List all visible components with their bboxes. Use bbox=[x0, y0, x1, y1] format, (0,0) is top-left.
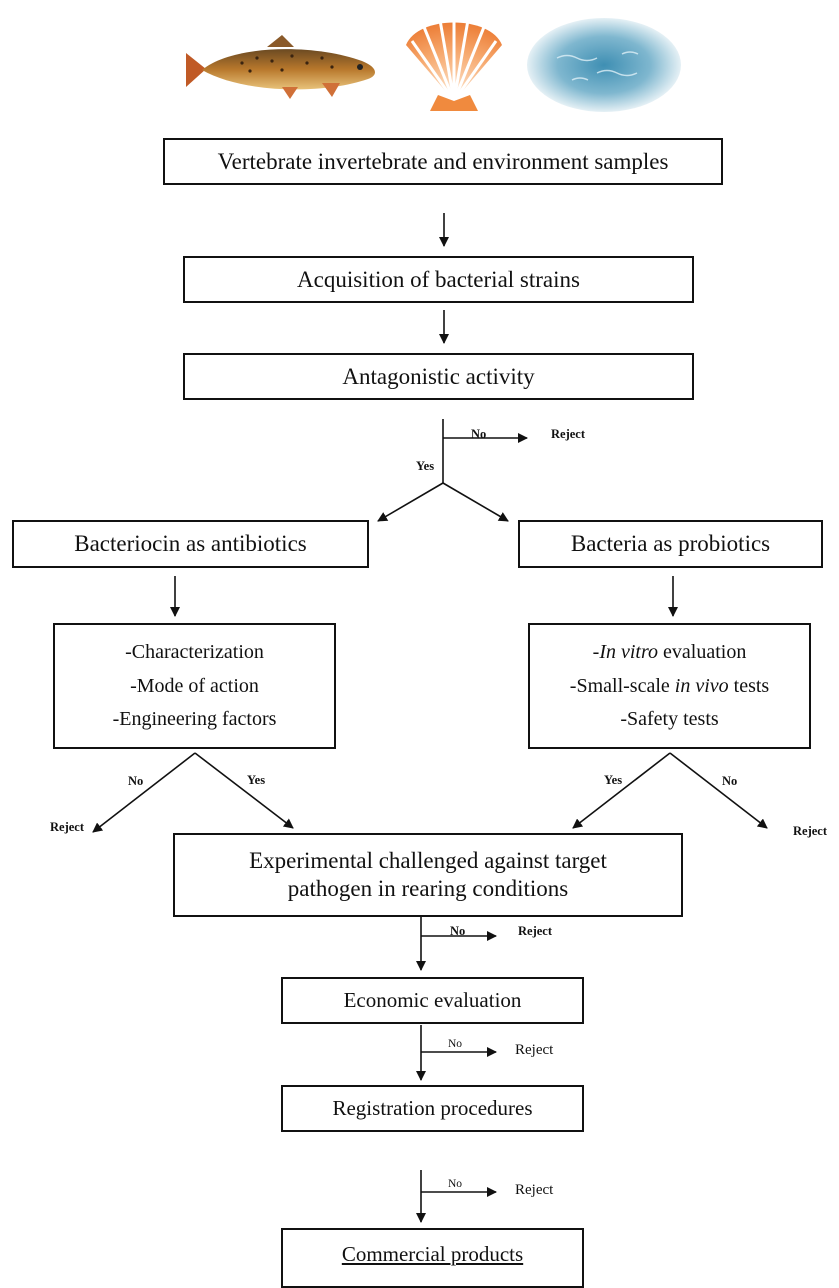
label-reject-right: Reject bbox=[793, 824, 827, 838]
bacteriocin-tests-box: -Characterization -Mode of action -Engin… bbox=[53, 623, 336, 749]
label-no-right: No bbox=[722, 774, 738, 788]
test-mode-of-action: -Mode of action bbox=[130, 674, 259, 697]
arrow-left-yes bbox=[194, 752, 294, 829]
acquisition-box: Acquisition of bacterial strains bbox=[183, 256, 694, 303]
label-no-economic: No bbox=[448, 1038, 463, 1050]
label-no-registration: No bbox=[448, 1178, 463, 1190]
samples-box: Vertebrate invertebrate and environment … bbox=[163, 138, 723, 185]
commercial-products-box: Commercial products bbox=[281, 1228, 584, 1288]
arrow-to-bacteriocin bbox=[377, 482, 444, 522]
label-reject-experimental: Reject bbox=[518, 924, 552, 938]
probiotics-box: Bacteria as probiotics bbox=[518, 520, 823, 568]
test-safety: -Safety tests bbox=[620, 707, 719, 730]
water-surface-image bbox=[527, 18, 682, 113]
bacteriocin-box: Bacteriocin as antibiotics bbox=[12, 520, 369, 568]
scallop-shell-image bbox=[398, 5, 510, 117]
label-yes-left: Yes bbox=[247, 773, 266, 787]
label-reject-registration: Reject bbox=[515, 1182, 554, 1198]
registration-procedures-box: Registration procedures bbox=[281, 1085, 584, 1132]
test-engineering-factors: -Engineering factors bbox=[112, 707, 277, 730]
experimental-line-1: Experimental challenged against target bbox=[249, 848, 607, 874]
arrow-right-yes bbox=[572, 752, 671, 829]
arrow-right-no bbox=[669, 752, 768, 829]
commercial-products-label: Commercial products bbox=[341, 1242, 524, 1266]
label-no-experimental: No bbox=[450, 924, 466, 938]
probiotics-tests-box: -In vitro evaluation -Small-scale in viv… bbox=[528, 623, 811, 749]
arrow-left-no bbox=[92, 752, 196, 833]
label-no-left: No bbox=[128, 774, 144, 788]
economic-evaluation-box: Economic evaluation bbox=[281, 977, 584, 1024]
test-characterization: -Characterization bbox=[125, 641, 264, 664]
antagonistic-activity-box: Antagonistic activity bbox=[183, 353, 694, 400]
test-in-vitro: -In vitro evaluation bbox=[592, 641, 747, 664]
test-in-vivo: -Small-scale in vivo tests bbox=[569, 674, 770, 697]
label-no-antagonistic: No bbox=[471, 427, 487, 441]
label-reject-antagonistic: Reject bbox=[551, 427, 585, 441]
experimental-challenge-box: Experimental challenged against target p… bbox=[173, 833, 683, 917]
label-yes-antagonistic: Yes bbox=[416, 459, 435, 473]
experimental-line-2: pathogen in rearing conditions bbox=[287, 876, 569, 901]
label-reject-economic: Reject bbox=[515, 1042, 554, 1058]
arrow-to-probiotics bbox=[442, 482, 509, 522]
label-yes-right: Yes bbox=[604, 773, 623, 787]
label-reject-left: Reject bbox=[50, 820, 84, 834]
trout-fish-image bbox=[172, 25, 387, 110]
